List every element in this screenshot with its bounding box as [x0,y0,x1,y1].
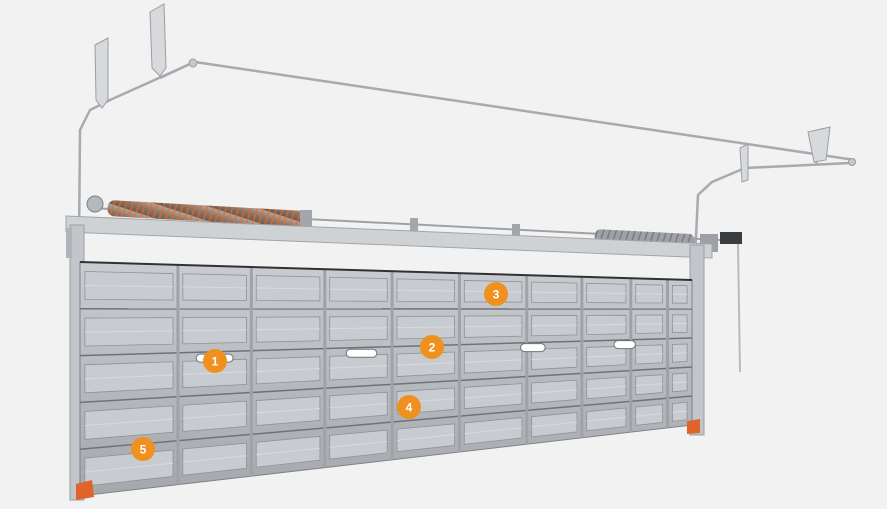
window-slot [345,348,378,358]
panel-rib [464,325,522,328]
section-joint [79,395,693,450]
panel-rib [586,292,626,295]
panel-rib [182,286,247,289]
panel-rib [256,368,320,372]
hanger-brackets [94,3,856,183]
panel-rib [672,410,688,413]
panel-rib [464,393,522,399]
marker-3-label: 3 [493,288,500,302]
marker-2-label: 2 [429,341,436,355]
panel-rib [84,374,174,380]
panel-rib [396,434,455,441]
marker-1-label: 1 [212,355,219,369]
panel-rib [84,330,174,333]
panel-rib [84,284,174,288]
panel-rib [182,371,247,376]
end-cap-right [687,419,700,434]
panel-rib [182,329,247,332]
marker-4-label: 4 [406,401,413,415]
section-joint [79,366,693,404]
panel-rib [182,455,247,463]
torsion-spring-left [107,200,308,227]
panel-rib [182,413,247,419]
panel-rib [531,291,577,294]
panel-rib [635,383,663,387]
marker-4: 4 [397,395,421,419]
panel-rib [329,440,388,448]
panel-rib [84,462,174,473]
panel-rib [464,359,522,363]
panel-rib [84,418,174,426]
panel-rib [329,327,388,330]
panel-rib [329,365,388,369]
panel-rib [531,324,577,327]
door-sections [79,261,693,497]
marker-5-label: 5 [140,443,147,457]
section-joint [79,337,693,357]
window-slot [613,340,636,350]
door-top-edge [79,261,693,281]
panel-rib [586,354,626,358]
panel-rib [256,407,320,414]
panel-rib [256,447,320,456]
panel-rib [586,416,626,422]
panel-rib [635,412,663,417]
panel-rib [256,287,320,290]
marker-3: 3 [484,282,508,306]
end-cap-left [76,480,94,500]
panel-rib [672,352,688,354]
end-caps [76,419,700,500]
panel-rib [531,389,577,394]
window-slot [520,343,546,353]
panel-rib [672,381,688,384]
panel-rib [464,427,522,435]
panel-rib [397,326,455,329]
panel-rib [586,323,626,326]
panel-rib [397,289,455,292]
marker-1: 1 [203,349,227,373]
panel-rib [396,362,455,366]
header-beam [65,215,713,259]
panel-rib [635,353,663,356]
panel-rib [586,385,626,390]
panel-rib [329,403,388,409]
panel-rib [531,421,577,428]
panel-rib [329,288,388,291]
marker-5: 5 [131,437,155,461]
panel-rib [531,356,577,360]
marker-2: 2 [420,335,444,359]
panel-rib [256,328,320,331]
